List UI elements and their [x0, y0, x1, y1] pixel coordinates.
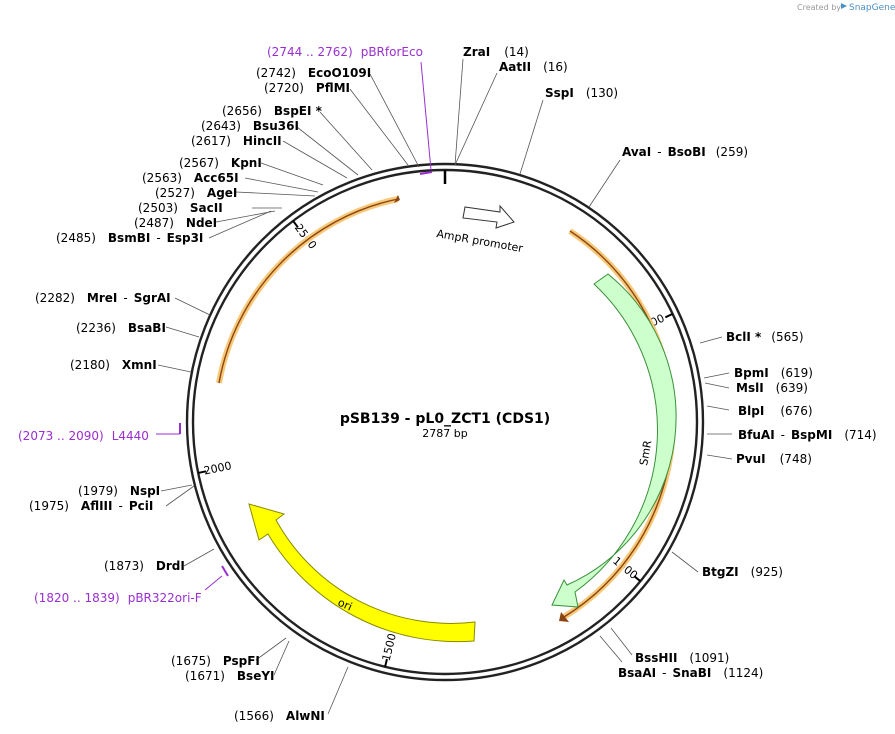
site-bspei[interactable]: (2656)BspEI * — [222, 104, 323, 118]
site-ecoo109i[interactable]: (2742)EcoO109I — [256, 66, 371, 80]
site-bsaai[interactable]: BsaAI-SnaBI(1124) — [618, 666, 763, 680]
site-hincii[interactable]: (2617)HincII — [191, 134, 282, 148]
site-ndei[interactable]: (2487)NdeI — [134, 216, 217, 230]
ori-label: ori — [336, 596, 354, 614]
site-bfuai[interactable]: BfuAI-BspMI(714) — [738, 428, 877, 442]
site-btgzi[interactable]: BtgZI(925) — [702, 565, 783, 579]
primer-pbrforeco[interactable]: (2744 .. 2762)pBRforEco — [267, 45, 423, 59]
tick-mark — [384, 658, 388, 668]
site-afliii[interactable]: (1975)AflIII-PciI — [29, 499, 153, 513]
primer-l4440[interactable]: (2073 .. 2090)L4440 — [18, 429, 149, 443]
tick-label: 2000 — [203, 459, 233, 477]
site-avai[interactable]: AvaI-BsoBI(259) — [622, 145, 748, 159]
site-agei[interactable]: (2527)AgeI — [155, 186, 237, 200]
site-xmni[interactable]: (2180)XmnI — [70, 358, 157, 372]
primer-pbr322ori-f[interactable]: (1820 .. 1839)pBR322ori-F — [34, 591, 202, 605]
primer-marks — [156, 61, 433, 591]
site-acc65i[interactable]: (2563)Acc65I — [142, 171, 239, 185]
plasmid-size: 2787 bp — [422, 427, 467, 440]
site-pvui[interactable]: PvuI(748) — [736, 452, 812, 466]
tick-label: 1500 — [380, 632, 399, 662]
plasmid-title: pSB139 - pL0_ZCT1 (CDS1) — [340, 411, 550, 427]
tick-mark — [664, 312, 674, 319]
site-mrei[interactable]: (2282)MreI-SgrAI — [35, 291, 171, 305]
site-bseyi[interactable]: (1671)BseYI — [185, 669, 275, 683]
site-pspfi[interactable]: (1675)PspFI — [171, 654, 260, 668]
site-labels: ZraI(14) AatII(16) SspI(130) AvaI-BsoBI(… — [29, 45, 877, 723]
site-pflmi[interactable]: (2720)PflMI — [264, 81, 350, 95]
ampr-promoter-label: AmpR promoter — [435, 227, 524, 255]
tick-mark — [197, 470, 207, 474]
orange-track-left — [216, 195, 400, 384]
site-bsabi[interactable]: (2236)BsaBI — [76, 321, 166, 335]
site-nspi[interactable]: (1979)NspI — [78, 484, 160, 498]
tick-mark — [292, 220, 299, 228]
site-msli[interactable]: MslI(639) — [736, 381, 808, 395]
snapgene-brand: SnapGene — [849, 3, 895, 13]
site-bcli[interactable]: BclI *(565) — [726, 330, 804, 344]
site-drdi[interactable]: (1873)DrdI — [104, 559, 185, 573]
site-bsu36i[interactable]: (2643)Bsu36I — [201, 119, 299, 133]
site-bpmi[interactable]: BpmI(619) — [734, 366, 813, 380]
created-by-text: Created by — [797, 3, 841, 12]
site-kpni[interactable]: (2567)KpnI — [179, 156, 262, 170]
site-aatii[interactable]: AatII(16) — [499, 60, 568, 74]
site-alwni[interactable]: (1566)AlwNI — [234, 709, 325, 723]
snapgene-logo-icon — [841, 3, 847, 9]
primer-labels: (2744 .. 2762)pBRforEco (2073 .. 2090)L4… — [18, 45, 423, 605]
ori-feature[interactable]: ori — [248, 503, 476, 643]
ampr-promoter-feature[interactable]: AmpR promoter — [435, 204, 524, 255]
site-sspi[interactable]: SspI(130) — [545, 86, 618, 100]
tick-mark — [633, 575, 641, 582]
smr-feature[interactable]: SmR — [551, 273, 677, 608]
site-leader-lines — [157, 58, 733, 715]
site-blpi[interactable]: BlpI(676) — [738, 404, 813, 418]
site-sacii[interactable]: (2503)SacII — [138, 201, 223, 215]
site-zrai[interactable]: ZraI(14) — [463, 45, 529, 59]
smr-label: SmR — [637, 439, 654, 467]
site-bsshii[interactable]: BssHII(1091) — [635, 651, 729, 665]
site-bsmbi[interactable]: (2485)BsmBI-Esp3I — [56, 231, 203, 245]
